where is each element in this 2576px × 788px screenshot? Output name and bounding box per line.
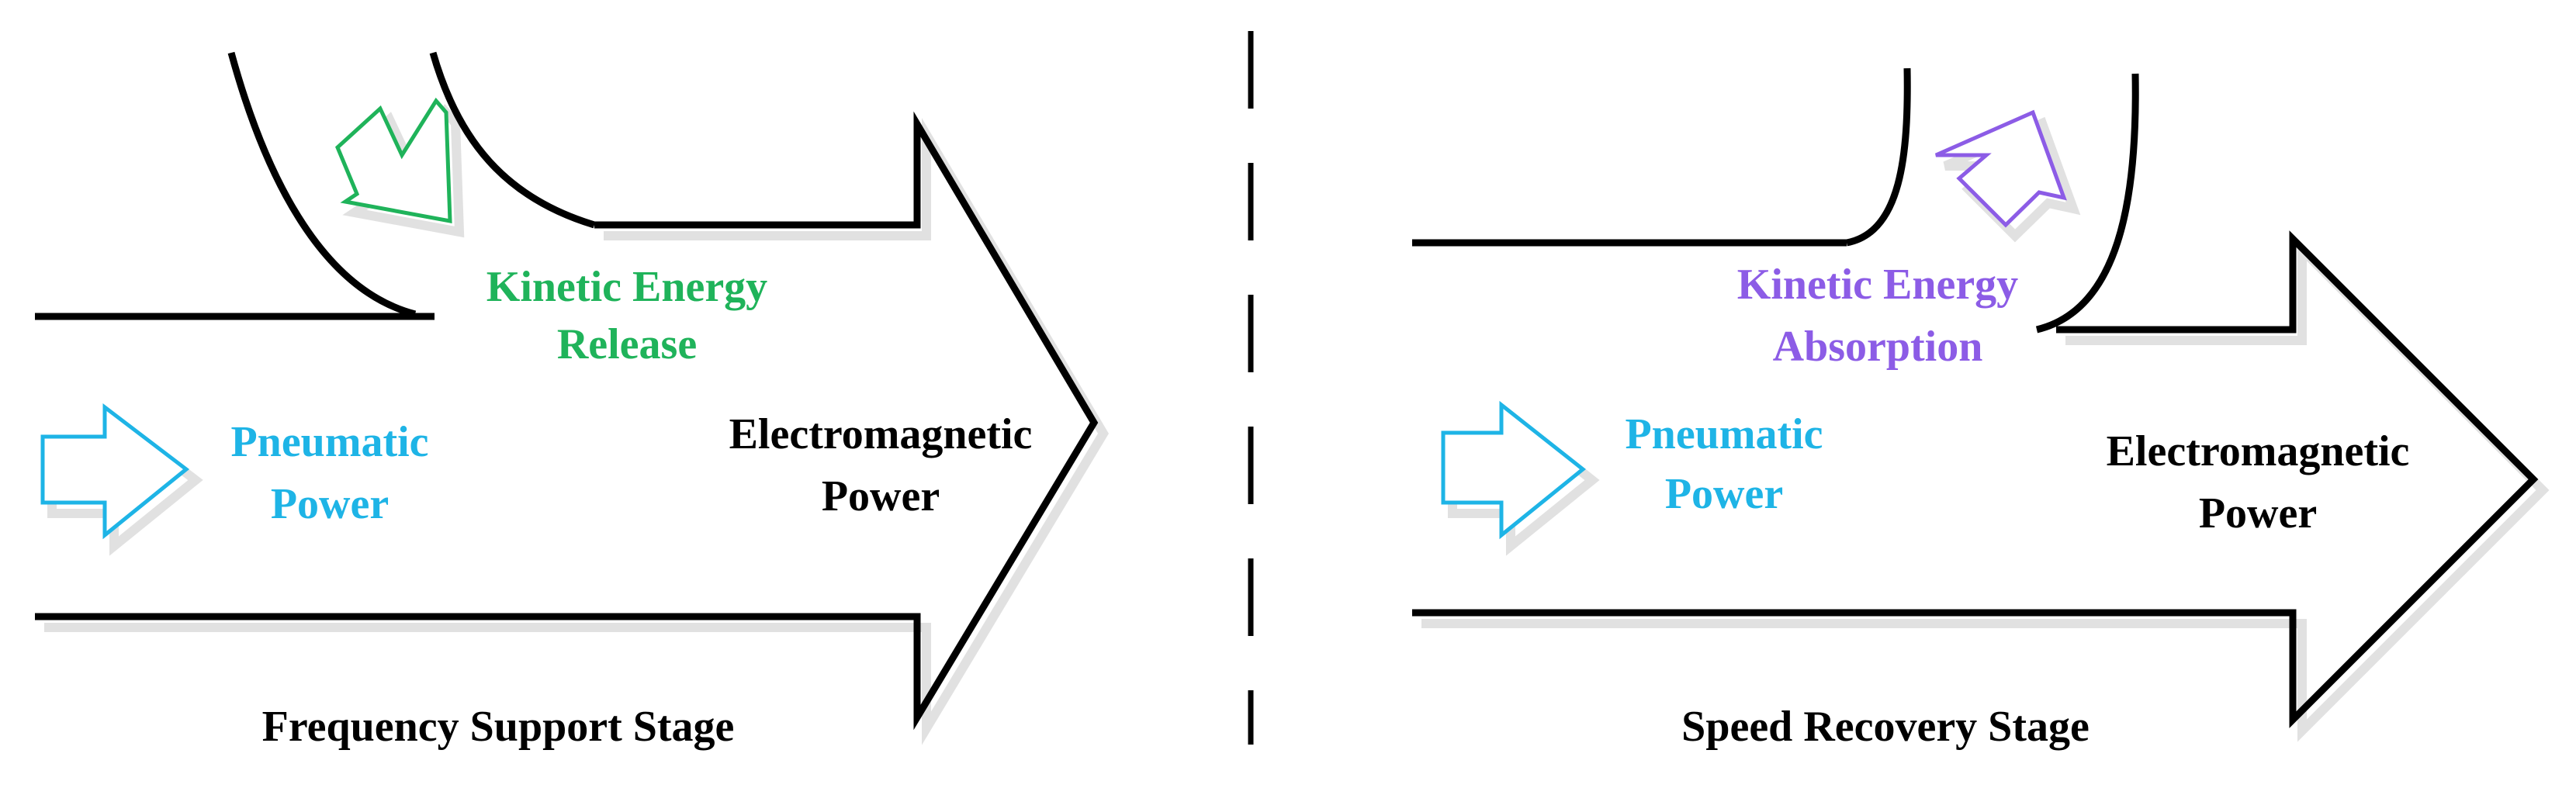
right-inner-curve <box>1846 67 1911 247</box>
right-kinetic-label-1: Kinetic Energy <box>1737 261 2018 309</box>
right-panel: Kinetic Energy Absorption Pneumatic Powe… <box>1412 67 2550 751</box>
left-outer-curve <box>429 51 596 229</box>
left-kinetic-label-1: Kinetic Energy <box>486 263 767 311</box>
left-electromagnetic-label-2: Power <box>822 472 940 520</box>
right-electromagnetic-label-2: Power <box>2199 489 2317 537</box>
right-stage-label: Speed Recovery Stage <box>1681 703 2090 751</box>
right-main-flow-arrow <box>1412 230 2539 728</box>
left-panel: Kinetic Energy Release Pneumatic Power E… <box>35 51 1109 751</box>
left-kinetic-label-2: Release <box>557 320 697 368</box>
right-outer-curve <box>2035 73 2139 334</box>
left-pneumatic-arrow-icon <box>40 403 190 540</box>
left-main-flow-arrow <box>35 111 1099 731</box>
right-pneumatic-label-1: Pneumatic <box>1625 410 1823 458</box>
right-electromagnetic-label-1: Electromagnetic <box>2107 427 2410 475</box>
left-pneumatic-label-2: Power <box>271 480 389 528</box>
kinetic-absorption-arrow-icon <box>1934 109 2067 228</box>
left-electromagnetic-label-1: Electromagnetic <box>729 410 1033 458</box>
kinetic-release-arrow-icon <box>335 97 452 224</box>
left-pneumatic-label-1: Pneumatic <box>230 418 428 466</box>
left-inner-curve <box>227 51 417 318</box>
right-kinetic-label-2: Absorption <box>1773 323 1983 371</box>
right-pneumatic-arrow-icon <box>1441 400 1587 540</box>
left-stage-label: Frequency Support Stage <box>262 703 735 751</box>
right-pneumatic-label-2: Power <box>1665 470 1783 518</box>
